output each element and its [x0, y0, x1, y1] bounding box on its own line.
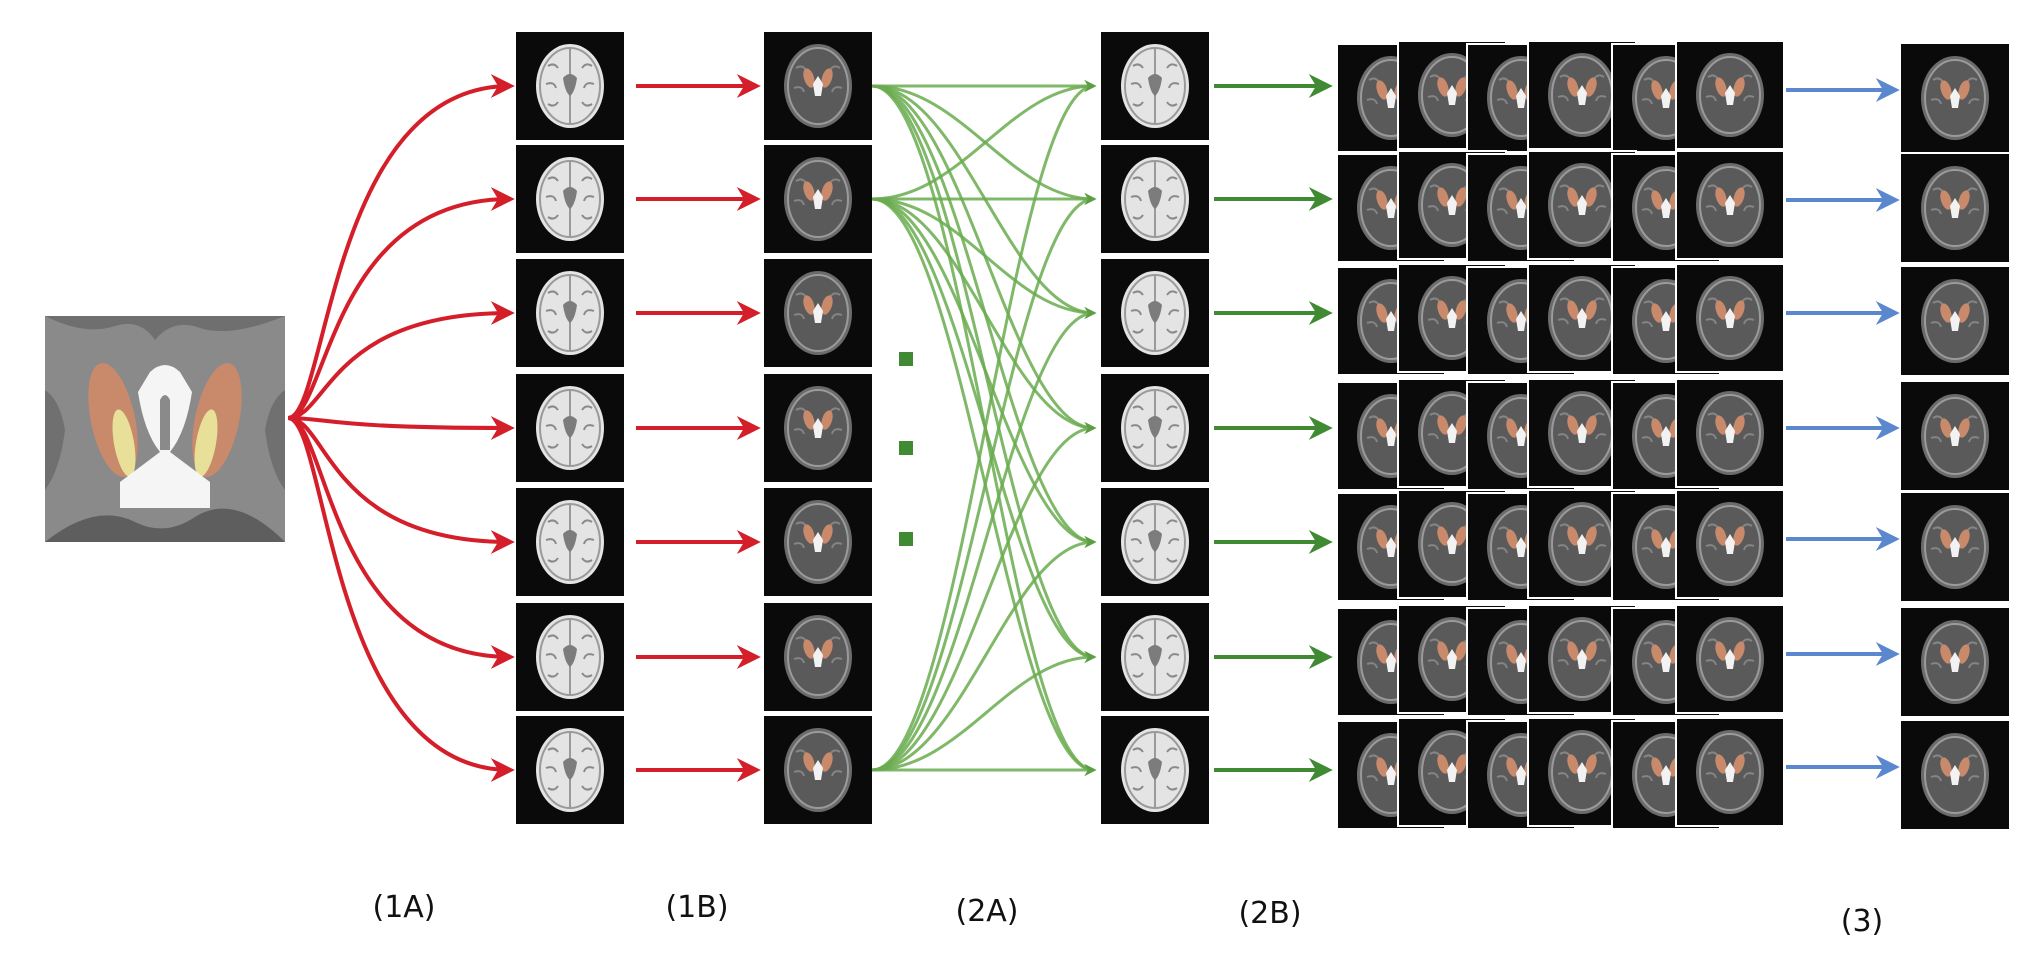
candidate-thumb	[1675, 717, 1785, 827]
target-image-thumb-2	[1100, 144, 1210, 254]
stage-label-3: (3)	[1841, 904, 1884, 939]
candidate-thumb	[1675, 40, 1785, 150]
arrow-1a-1	[287, 74, 515, 420]
atlas-template-thumb-4	[515, 373, 625, 483]
atlas-template-thumb-2	[515, 144, 625, 254]
target-image-thumb-3	[1100, 258, 1210, 368]
arrow-2a	[871, 197, 1097, 548]
candidate-thumb	[1675, 604, 1785, 714]
arrow-2a	[871, 422, 1097, 772]
fused-result-thumb-2	[1900, 153, 2010, 263]
stage-label-2a: (2A)	[955, 894, 1018, 929]
labeled-atlas-column	[763, 31, 873, 825]
fused-result-thumb-3	[1900, 266, 2010, 376]
arrow-1a-6	[287, 416, 515, 669]
arrow-2a	[871, 84, 1097, 434]
labeled-atlas-thumb-2	[763, 144, 873, 254]
arrow-2a	[871, 197, 1097, 434]
fused-result-thumb-6	[1900, 607, 2010, 717]
arrow-1a-7	[287, 416, 515, 782]
atlas-template-thumb-7	[515, 715, 625, 825]
atlas-template-thumb-1	[515, 31, 625, 141]
arrow-1a-4	[287, 415, 515, 440]
stage-label-2b: (2B)	[1238, 896, 1301, 931]
target-image-column	[1100, 31, 1210, 825]
arrow-2a	[871, 84, 1097, 663]
labeled-atlas-thumb-7	[763, 715, 873, 825]
labeled-atlas-thumb-6	[763, 602, 873, 712]
stage-3-arrows	[1786, 78, 1900, 779]
labeled-atlas-thumb-3	[763, 258, 873, 368]
fused-result-thumb-5	[1900, 492, 2010, 602]
candidate-stack-row-5	[1336, 489, 1785, 602]
arrow-1a-2	[287, 187, 515, 420]
stage-2a-crossing-arrows	[871, 80, 1097, 776]
stage-1-arrows	[287, 74, 761, 782]
fused-result-thumb-7	[1900, 720, 2010, 830]
candidate-segmentation-stacks	[1336, 40, 1785, 830]
stage-2b-arrows	[1214, 74, 1333, 782]
arrow-2a	[871, 84, 1097, 776]
candidate-thumb	[1675, 150, 1785, 260]
stage-label-1b: (1B)	[665, 890, 728, 925]
arrow-2a	[871, 193, 1097, 772]
atlas-template-thumb-3	[515, 258, 625, 368]
source-atlas-image	[45, 316, 285, 542]
candidate-stack-row-7	[1336, 717, 1785, 830]
target-image-thumb-6	[1100, 602, 1210, 712]
atlas-template-thumb-6	[515, 602, 625, 712]
arrow-2a	[871, 80, 1097, 201]
labeled-atlas-thumb-1	[763, 31, 873, 141]
candidate-stack-row-3	[1336, 263, 1785, 376]
candidate-thumb	[1675, 378, 1785, 488]
arrow-2a	[871, 536, 1097, 772]
fused-result-thumb-4	[1900, 381, 2010, 491]
labeled-atlas-thumb-5	[763, 487, 873, 597]
arrow-2a	[871, 197, 1097, 776]
candidate-stack-row-1	[1336, 40, 1785, 153]
candidate-stack-row-2	[1336, 150, 1785, 263]
atlas-template-column	[515, 31, 625, 825]
target-image-thumb-5	[1100, 487, 1210, 597]
target-image-thumb-1	[1100, 31, 1210, 141]
arrow-2a	[871, 197, 1097, 319]
candidate-thumb	[1675, 263, 1785, 373]
fused-result-thumb-1	[1900, 43, 2010, 153]
atlas-template-thumb-5	[515, 487, 625, 597]
arrow-1a-5	[287, 416, 515, 554]
candidate-thumb	[1675, 489, 1785, 599]
labeled-atlas-thumb-4	[763, 373, 873, 483]
arrow-2a	[871, 197, 1097, 663]
candidate-stack-row-6	[1336, 604, 1785, 717]
stage-label-1a: (1A)	[372, 890, 435, 925]
arrow-1a-3	[287, 301, 515, 420]
target-image-thumb-4	[1100, 373, 1210, 483]
ellipsis-dots	[899, 352, 913, 546]
arrow-2a	[871, 80, 1097, 772]
candidate-stack-row-4	[1336, 378, 1785, 491]
arrow-2a	[871, 307, 1097, 772]
target-image-thumb-7	[1100, 715, 1210, 825]
fused-segmentation-column	[1900, 43, 2010, 830]
arrow-2a	[871, 651, 1097, 772]
